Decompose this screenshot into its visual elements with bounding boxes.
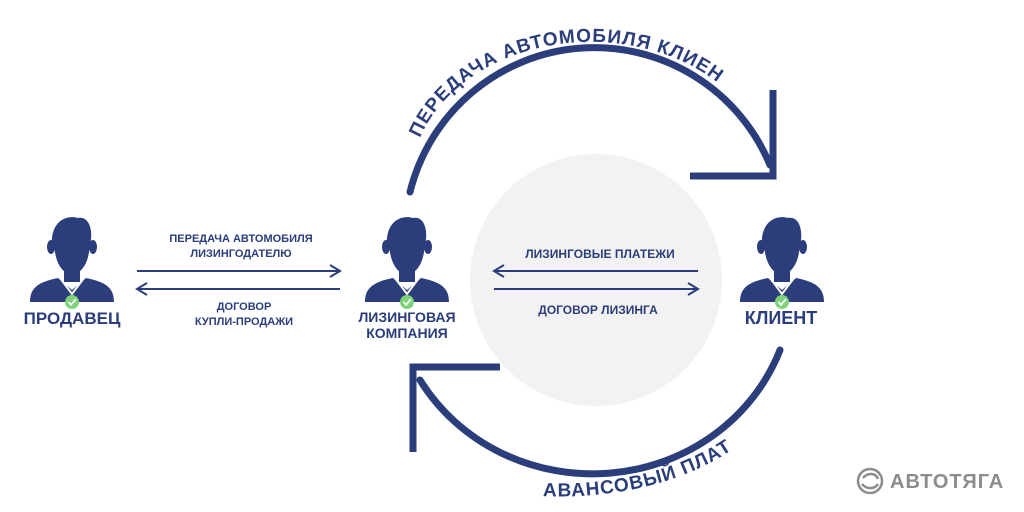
brand-logo-icon <box>856 467 884 495</box>
check-icon <box>64 294 80 310</box>
leasing-company-label-line1: ЛИЗИНГОВАЯ <box>358 309 455 325</box>
person-icon <box>739 216 825 303</box>
bottom-arrowhead <box>409 363 500 452</box>
top-arc-text: ПЕРЕДАЧА АВТОМОБИЛЯ КЛИЕНТУ <box>0 0 726 140</box>
top-arrowhead <box>690 90 777 180</box>
bottom-cycle-arrow <box>416 346 784 478</box>
arrow-right-to-client <box>494 282 700 296</box>
seller-label: ПРОДАВЕЦ <box>24 309 121 328</box>
client-person <box>739 216 825 310</box>
arrow-left-to-company <box>492 264 698 278</box>
arrow-right-to-company <box>137 264 342 278</box>
car-transfer-line1: ПЕРЕДАЧА АВТОМОБИЛЯ <box>169 233 312 245</box>
sale-contract-line1: ДОГОВОР <box>217 301 272 313</box>
top-arc-label: ПЕРЕДАЧА АВТОМОБИЛЯ КЛИЕНТУ <box>0 0 727 140</box>
leasing-payments-label: ЛИЗИНГОВЫЕ ПЛАТЕЖИ <box>525 247 675 261</box>
check-icon <box>399 294 415 310</box>
client-label: КЛИЕНТ <box>745 308 818 328</box>
sale-contract-line2: КУПЛИ-ПРОДАЖИ <box>195 316 293 328</box>
leasing-contract-label: ДОГОВОР ЛИЗИНГА <box>538 303 658 317</box>
person-icon <box>364 216 450 303</box>
person-icon <box>29 216 115 303</box>
leasing-company-person <box>364 216 450 310</box>
arrow-left-to-seller <box>135 282 340 296</box>
seller-person <box>29 216 115 310</box>
check-icon <box>774 294 790 310</box>
brand-name: АВТОТЯГА <box>890 471 1004 493</box>
car-transfer-line2: ЛИЗИНГОДАТЕЛЮ <box>190 248 291 260</box>
leasing-company-label-line2: КОМПАНИЯ <box>366 325 448 341</box>
background-circle <box>470 154 722 406</box>
top-cycle-arrow <box>406 44 774 196</box>
